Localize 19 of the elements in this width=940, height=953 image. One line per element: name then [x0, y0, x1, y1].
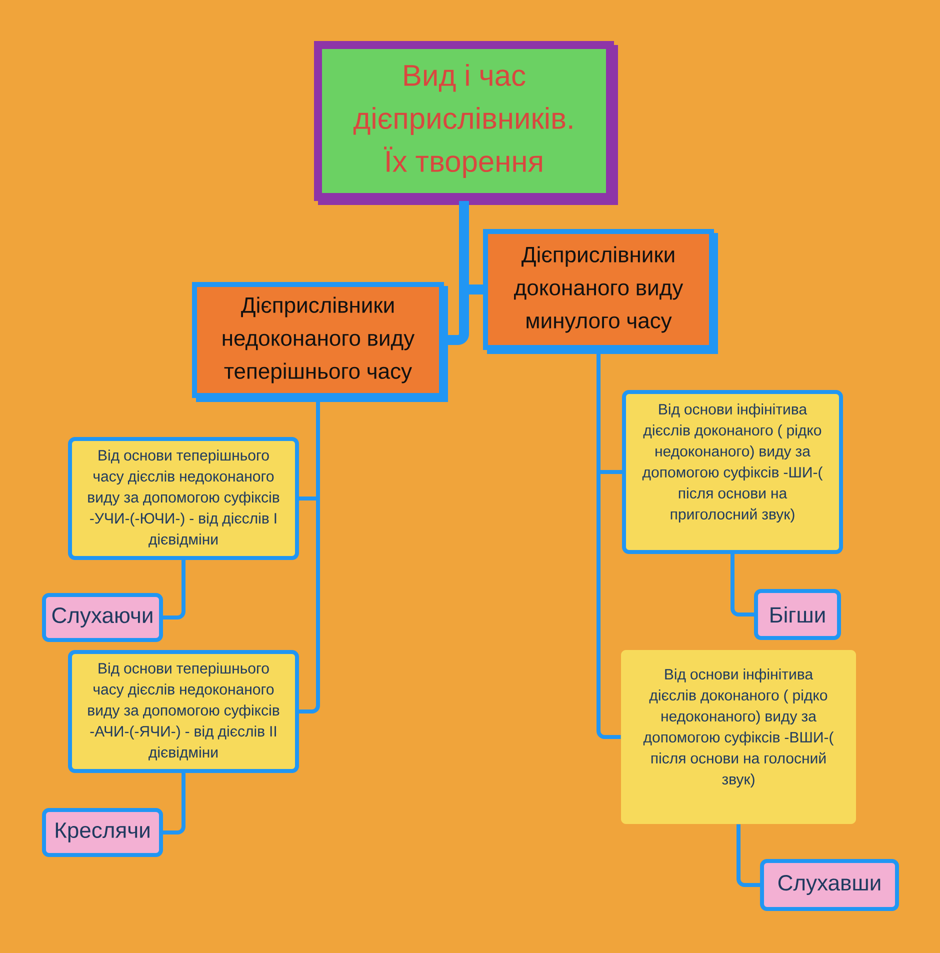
example-box: Бігши	[754, 589, 841, 640]
central-topic-box: Вид і час дієприслівників. Їх творення	[314, 41, 618, 205]
connector-line	[299, 496, 316, 500]
connector-line	[469, 284, 483, 294]
connector-line	[596, 350, 621, 739]
connector-line	[163, 773, 186, 834]
connector-line	[730, 554, 754, 616]
topic-box: Дієприслівники недоконаного виду теперішнього часу	[192, 282, 448, 402]
connector-line	[163, 560, 186, 620]
note-box: Від основи теперішнього часу дієслів недоконаного виду за допомогою суфіксів -АЧИ-(-ЯЧИ-) - від дієслів ІІ дієвідміни	[68, 650, 299, 773]
connector-line	[600, 470, 622, 474]
example-box: Слухавши	[760, 859, 899, 911]
connector-line	[736, 824, 760, 887]
topic-box: Дієприслівники доконаного виду минулого часу	[483, 229, 718, 354]
note-box: Від основи інфінітива дієслів доконаного ( рідко недоконаного) виду за допомогою суфіксів -ВШИ-( після основи на голосний звук)	[621, 650, 856, 824]
example-box: Креслячи	[42, 808, 163, 857]
example-box: Слухаючи	[42, 593, 163, 642]
note-box: Від основи теперішнього часу дієслів недоконаного виду за допомогою суфіксів -УЧИ-(-ЮЧИ-) - від дієслів І дієвідміни	[68, 437, 299, 560]
note-box: Від основи інфінітива дієслів доконаного ( рідко недоконаного) виду за допомогою суфіксів -ШИ-( після основи на приголосний звук)	[622, 390, 843, 554]
